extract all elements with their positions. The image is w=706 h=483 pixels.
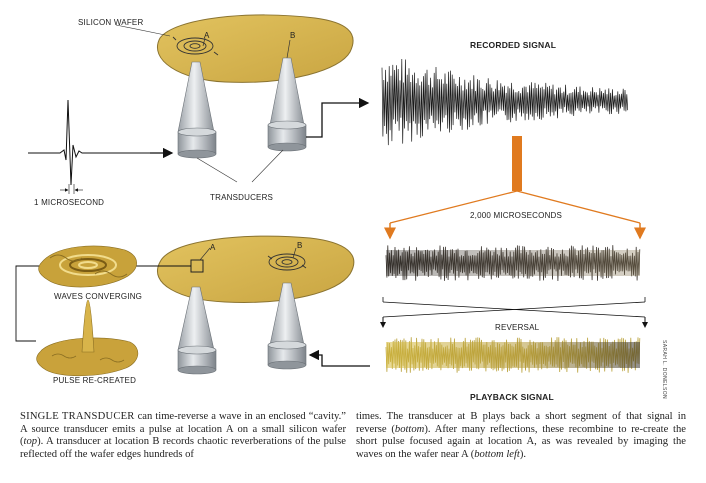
input-pulse	[28, 99, 174, 194]
label-silicon-wafer: SILICON WAFER	[78, 18, 144, 27]
transducer-leader-b	[251, 149, 284, 183]
recorded-segment-waveform	[385, 245, 641, 282]
label-segment-length: 2,000 MICROSECONDS	[470, 211, 563, 220]
caption-col2-text: times. The transducer at B plays back a …	[356, 411, 686, 435]
caption-col1-text2: ). A transducer at location B records ch…	[20, 436, 346, 460]
playback-to-b-arrow	[308, 349, 370, 367]
segment-selector	[384, 136, 646, 240]
bottom-transducer-b	[267, 282, 307, 370]
reversal-bracket	[380, 297, 648, 328]
caption-col2-text2: ). After many reflections, these recombi…	[356, 423, 687, 460]
transducer-leader-a	[196, 157, 238, 183]
diagram-canvas	[15, 14, 648, 377]
label-point-b-bottom: B	[297, 241, 303, 250]
caption-col1-em1: top	[23, 436, 38, 448]
top-transducer-b	[267, 57, 307, 152]
label-point-a-bottom: A	[210, 243, 216, 252]
waves-converging-image	[38, 245, 137, 288]
b-to-recording-arrow	[306, 97, 370, 138]
caption-lead: SINGLE TRANSDUCER	[20, 411, 135, 422]
label-pulse-width: 1 MICROSECOND	[34, 198, 105, 207]
label-reversal: REVERSAL	[495, 323, 540, 332]
label-pulse-recreated: PULSE RE-CREATED	[53, 376, 137, 385]
label-point-b-top: B	[290, 31, 296, 40]
bottom-wafer	[157, 235, 355, 303]
caption-col1-text: can time-reverse a wave in an enclosed “…	[20, 411, 347, 448]
caption-col2-em1: bottom	[394, 423, 425, 435]
label-recorded-signal: RECORDED SIGNAL	[470, 40, 557, 50]
caption-col2-text3: ).	[519, 448, 527, 460]
label-point-a-top: A	[204, 31, 210, 40]
caption-column-2: times. The transducer at B plays back a …	[356, 411, 686, 461]
recorded-signal-waveform	[381, 58, 629, 146]
label-waves-converging: WAVES CONVERGING	[54, 292, 143, 301]
artist-credit: SARAH L. DONELSON	[661, 340, 667, 400]
caption-column-1: SINGLE TRANSDUCER can time-reverse a wav…	[20, 411, 346, 461]
label-transducers: TRANSDUCERS	[210, 193, 274, 202]
wafer-leader-line	[115, 24, 171, 37]
label-playback-signal: PLAYBACK SIGNAL	[470, 392, 554, 402]
top-wafer	[157, 14, 354, 83]
top-transducer-a	[177, 61, 217, 159]
caption-col2-em2: bottom left	[474, 448, 520, 460]
pulse-recreated-image	[36, 299, 139, 377]
bottom-transducer-a	[177, 286, 217, 375]
playback-signal-waveform	[385, 337, 641, 373]
